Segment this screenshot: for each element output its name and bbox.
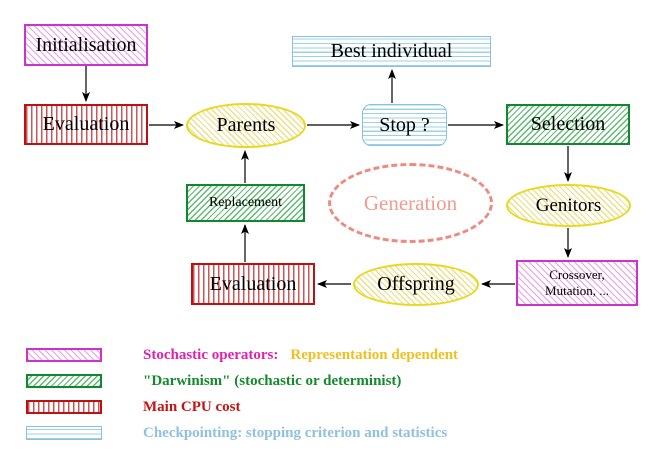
node-parents[interactable]: Parents <box>186 103 306 148</box>
legend-row: "Darwinism" (stochastic or determinist) <box>26 370 401 392</box>
node-best-individual[interactable]: Best individual <box>292 36 491 67</box>
legend: Stochastic operators: Representation depe… <box>0 336 662 471</box>
node-offspring[interactable]: Offspring <box>353 263 479 306</box>
legend-label-checkpointing: Checkpointing: stopping criterion and st… <box>143 424 448 441</box>
node-evaluation-top[interactable]: Evaluation <box>24 104 148 145</box>
legend-row: Main CPU cost <box>26 396 241 418</box>
crossover-label-line1: Crossover, <box>549 266 605 282</box>
node-stop-decision[interactable]: Stop ? <box>362 104 447 146</box>
legend-row: Checkpointing: stopping criterion and st… <box>26 422 447 444</box>
node-genitors[interactable]: Genitors <box>506 184 631 227</box>
legend-label-stochastic-operators: Stochastic operators: Representation depe… <box>143 347 458 364</box>
legend-swatch-checkpointing <box>26 426 102 440</box>
annotation-generation-loop: Generation <box>328 163 493 243</box>
legend-text-secondary: Representation dependent <box>290 346 459 363</box>
legend-label-main-cpu-cost: Main CPU cost <box>143 398 241 415</box>
legend-swatch-main-cpu-cost <box>26 400 102 414</box>
node-initialisation[interactable]: Initialisation <box>24 24 148 66</box>
crossover-label-line2: Mutation, ... <box>545 283 609 298</box>
legend-label-darwinism: "Darwinism" (stochastic or determinist) <box>143 372 402 389</box>
legend-swatch-stochastic-operators <box>26 348 102 362</box>
node-evaluation-bottom[interactable]: Evaluation <box>191 263 315 305</box>
node-replacement[interactable]: Replacement <box>186 184 305 222</box>
legend-swatch-darwinism <box>26 374 102 388</box>
legend-row: Stochastic operators: Representation depe… <box>26 344 458 366</box>
legend-text-primary: Stochastic operators: <box>143 346 279 363</box>
node-selection[interactable]: Selection <box>506 104 630 145</box>
node-crossover-mutation[interactable]: Crossover, Mutation, ... <box>516 260 638 306</box>
